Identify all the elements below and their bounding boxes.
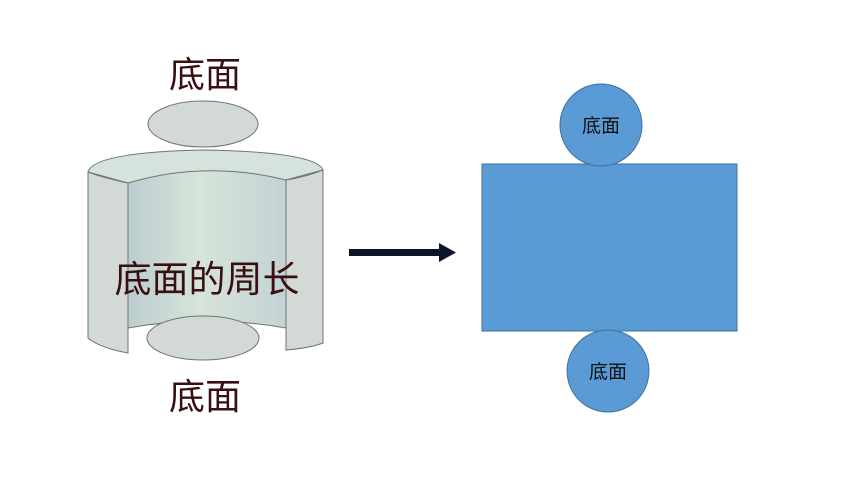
- cylinder-top-label: 底面: [169, 55, 241, 96]
- cylinder-right-flap: [285, 169, 324, 351]
- transform-arrow-icon: [349, 243, 456, 262]
- cylinder-side-label: 底面的周长: [115, 258, 300, 301]
- net-top-circle-label: 底面: [582, 115, 620, 137]
- net-bottom-circle-label: 底面: [589, 361, 627, 383]
- cylinder-top-base: [147, 100, 259, 148]
- cylinder-bottom-base: [146, 315, 260, 361]
- cylinder-bottom-label: 底面: [169, 377, 241, 418]
- cylinder-top-rim: [87, 149, 324, 184]
- net-bottom-circle: [566, 329, 650, 413]
- net-side-rectangle: [481, 163, 738, 332]
- cylinder-left-flap: [87, 171, 129, 354]
- cylinder-illustration: 底面 底面的周长 底面: [87, 55, 324, 418]
- cylinder-net: 底面 底面: [481, 83, 738, 413]
- net-top-circle: [559, 83, 643, 167]
- cylinder-side-front: [127, 157, 287, 329]
